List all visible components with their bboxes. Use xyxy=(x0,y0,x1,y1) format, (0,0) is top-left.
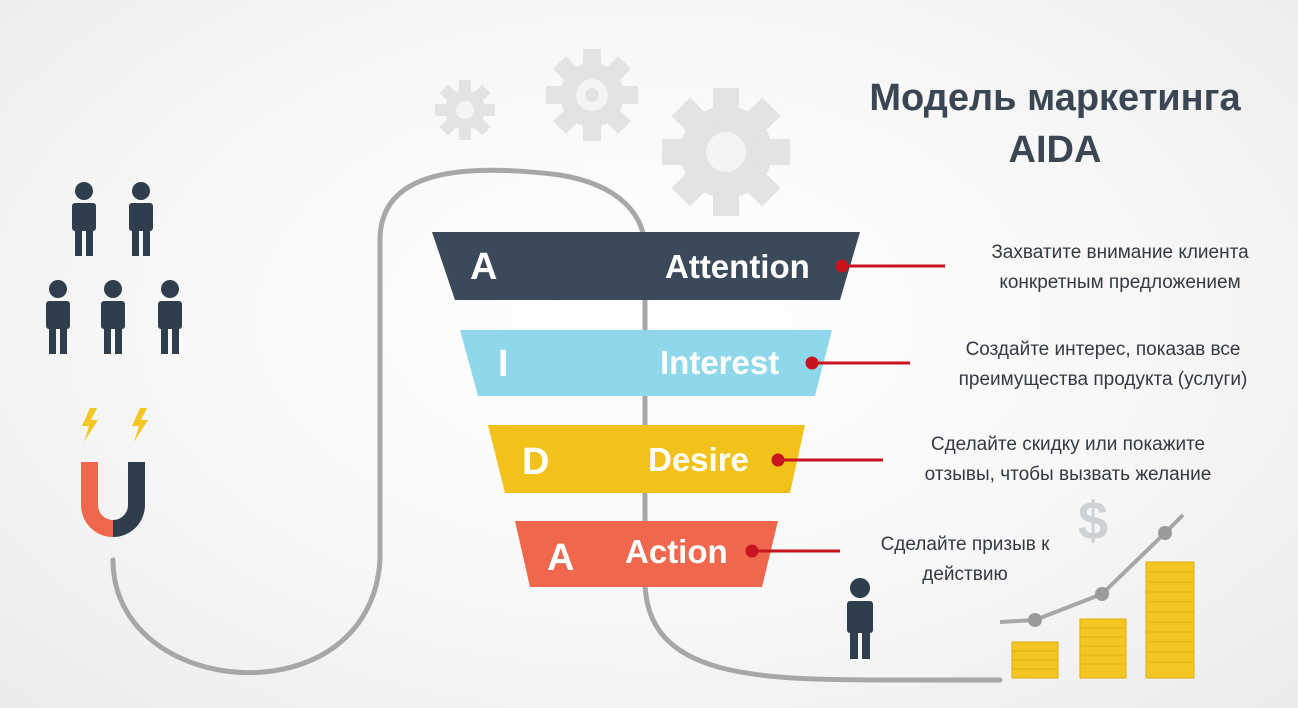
growth-bar-chart-icon xyxy=(999,513,1195,679)
stage-letter: D xyxy=(522,441,550,483)
stage-name: Attention xyxy=(665,248,810,285)
description-line: Сделайте призыв к xyxy=(880,534,1050,555)
description-line: Захватите внимание клиента xyxy=(991,242,1249,263)
stage-attention-description: Захватите внимание клиента конкретным пр… xyxy=(955,238,1285,298)
magnet-icon xyxy=(81,462,145,537)
flow-line xyxy=(110,167,1003,683)
stage-name: Desire xyxy=(648,441,749,478)
gear-icon xyxy=(662,88,790,216)
page-title: Модель маркетинга AIDA xyxy=(820,72,1290,176)
gear-icon xyxy=(546,49,638,141)
gear-icon xyxy=(435,80,495,140)
description-line: Создайте интерес, показав все xyxy=(965,339,1241,360)
stage-action-description: Сделайте призыв к действию xyxy=(850,530,1080,590)
title-line-1: Модель маркетинга xyxy=(869,77,1241,119)
title-line-2: AIDA xyxy=(1008,129,1102,171)
stage-interest-description: Создайте интерес, показав все преимущест… xyxy=(918,335,1288,395)
stage-name: Interest xyxy=(660,344,780,381)
stage-letter: I xyxy=(498,343,509,385)
stage-letter: A xyxy=(470,246,498,288)
stage-attention-shape xyxy=(432,232,860,300)
stage-letter: A xyxy=(547,537,575,579)
description-line: преимущества продукта (услуги) xyxy=(958,369,1248,390)
dollar-sign-icon: $ xyxy=(1078,491,1109,551)
person-icon xyxy=(847,578,873,659)
description-line: действию xyxy=(922,564,1008,585)
stage-desire-shape xyxy=(488,425,805,493)
description-line: конкретным предложением xyxy=(999,272,1241,293)
spark-icon xyxy=(82,408,148,442)
stage-name: Action xyxy=(625,533,728,570)
description-line: отзывы, чтобы вызвать желание xyxy=(924,464,1212,485)
connector-lines xyxy=(745,259,945,558)
stage-interest-shape xyxy=(460,330,832,396)
stage-action-shape xyxy=(515,521,778,587)
people-group-icon xyxy=(46,182,182,354)
stage-desire-description: Сделайте скидку или покажите отзывы, что… xyxy=(888,430,1248,490)
description-line: Сделайте скидку или покажите xyxy=(930,434,1206,455)
